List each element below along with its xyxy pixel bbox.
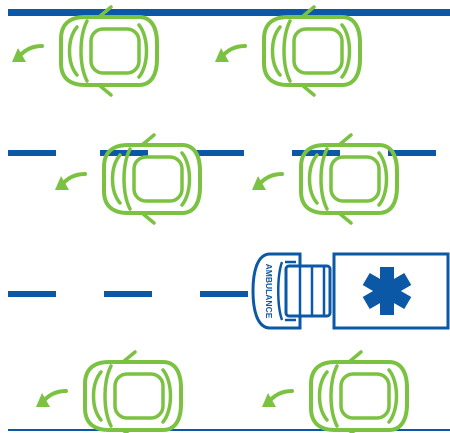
car-icon (104, 135, 200, 223)
road-top-edge (8, 9, 450, 16)
lane-1 (12, 7, 360, 95)
arrow-left-icon (215, 46, 245, 62)
arrow-left-icon (36, 391, 66, 407)
arrow-left-icon (262, 391, 292, 407)
arrow-left-icon (12, 46, 42, 62)
lane-divider-1 (8, 150, 436, 156)
arrow-left-icon (55, 174, 85, 190)
car-icon (85, 352, 181, 433)
car-icon (61, 7, 157, 95)
ambulance-label: AMBULANCE (264, 264, 274, 319)
car-icon (264, 7, 360, 95)
car-icon (311, 352, 407, 433)
lane-divider-2 (8, 291, 248, 297)
ambulance: AMBULANCE (253, 254, 448, 328)
lane-4 (36, 352, 407, 433)
lane-2 (55, 135, 397, 223)
arrow-left-icon (252, 174, 282, 190)
car-icon (301, 135, 397, 223)
